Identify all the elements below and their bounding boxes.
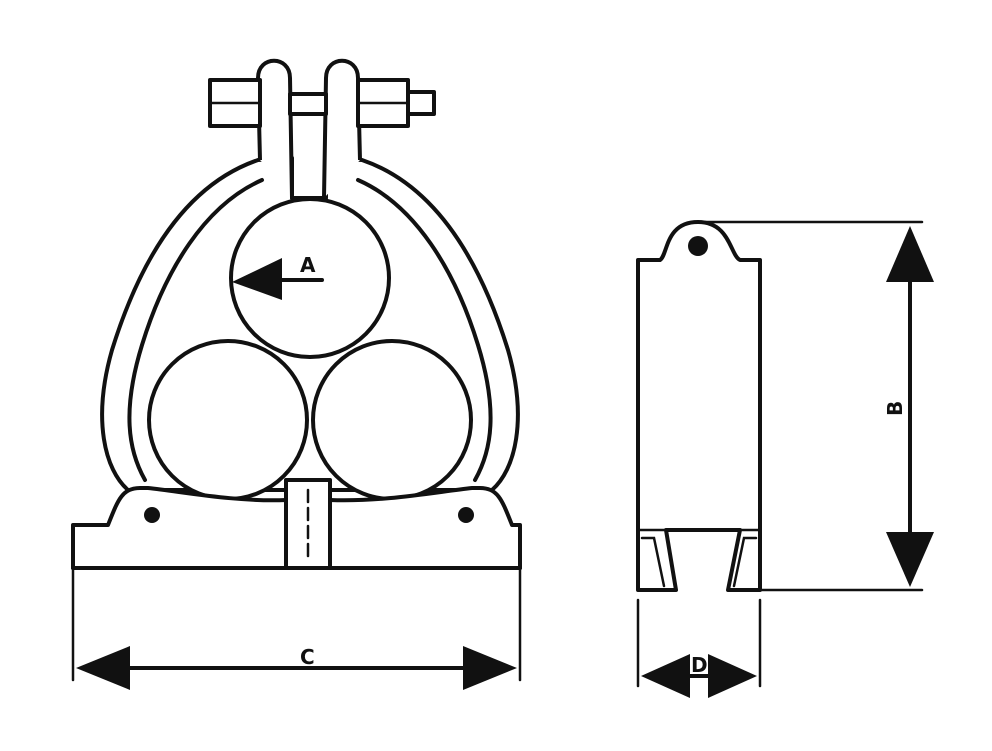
mounting-hole-right (458, 507, 474, 523)
side-body-outline (636, 220, 762, 592)
dimension-a-arrowhead (232, 258, 282, 300)
side-foot-left (640, 536, 666, 588)
dimension-d-arrow-left (641, 654, 690, 698)
dimension-b-arrow-bottom (886, 532, 934, 587)
side-foot-right (732, 536, 758, 588)
dimension-c-arrow-left (76, 646, 130, 690)
dimension-d-label: D (691, 653, 708, 677)
side-view: B D (636, 220, 934, 698)
base-plate (71, 486, 288, 570)
front-view: A C (71, 58, 522, 690)
cable-bottom-left (147, 339, 309, 501)
base-plate-right (328, 486, 522, 570)
dimension-b-label: B (883, 401, 907, 416)
bolt-tip (406, 90, 436, 116)
dimension-c-arrow-right (463, 646, 517, 690)
bolt-shank-mid (288, 92, 328, 116)
dimension-c-label: C (300, 645, 315, 669)
clevis-tab-left (256, 58, 296, 200)
clamp-inner-outline (127, 178, 493, 482)
cable-bottom-right (311, 339, 473, 501)
mounting-hole-left (144, 507, 160, 523)
dimension-d-arrow-right (708, 654, 757, 698)
dimension-a-label: A (300, 253, 316, 277)
clevis-tab-right (322, 58, 362, 199)
dimension-b-arrow-top (886, 226, 934, 282)
side-pivot-hole (688, 236, 708, 256)
